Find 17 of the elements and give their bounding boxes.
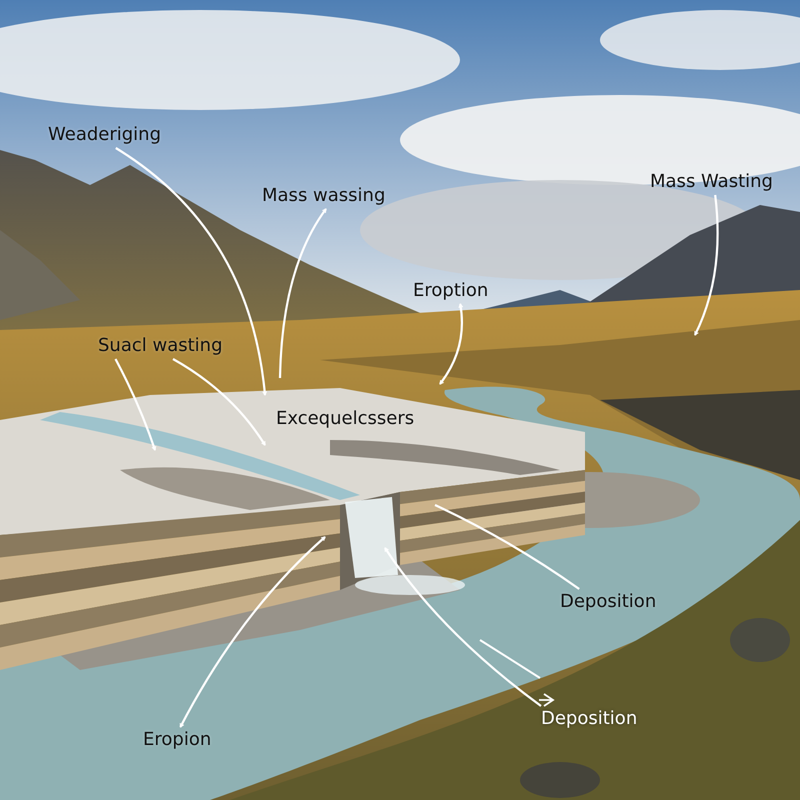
process-label: Mass Wasting xyxy=(650,171,773,193)
process-label: Eropion xyxy=(143,729,212,751)
arrow xyxy=(384,547,542,707)
process-label: Weaderiging xyxy=(48,124,162,146)
process-label: Suacl wasting xyxy=(98,335,223,357)
arrow xyxy=(278,208,327,378)
arrow xyxy=(179,536,326,728)
surface-label: Excequelcssers xyxy=(276,408,414,430)
process-label: Mass wassing xyxy=(262,185,386,207)
arrow xyxy=(694,194,719,336)
process-label: Deposition xyxy=(560,591,656,613)
process-label: Eroption xyxy=(413,280,488,302)
arrow xyxy=(114,358,156,450)
arrow xyxy=(439,304,464,385)
arrow xyxy=(172,358,266,446)
arrow xyxy=(115,147,267,396)
process-label: Deposition xyxy=(541,708,638,730)
